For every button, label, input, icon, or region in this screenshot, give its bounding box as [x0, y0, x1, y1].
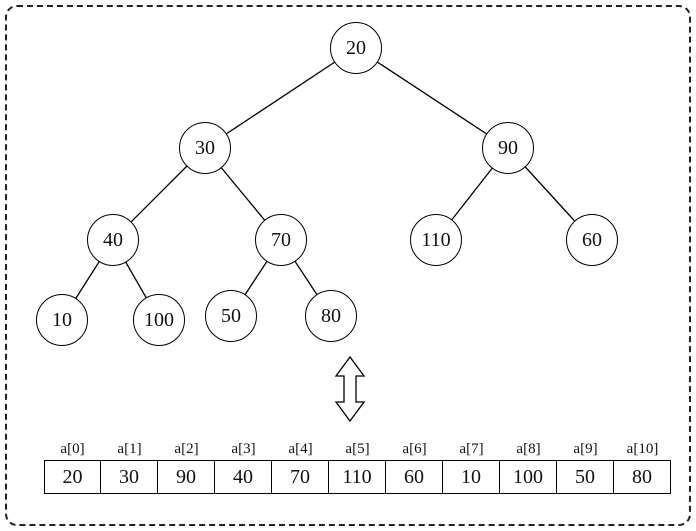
tree-node: 30 — [179, 122, 231, 174]
tree-node: 50 — [205, 290, 257, 342]
array-index-label: a[1] — [117, 441, 142, 457]
tree-node: 100 — [133, 294, 185, 346]
tree-node-value: 110 — [421, 228, 451, 251]
array-cell: 80 — [614, 460, 671, 494]
tree-node-value: 90 — [498, 136, 518, 159]
array-index-label: a[5] — [345, 441, 370, 457]
array-cell: 90 — [158, 460, 215, 494]
tree-node: 80 — [305, 290, 357, 342]
array-index-label: a[0] — [60, 441, 85, 457]
tree-node-value: 10 — [52, 308, 72, 331]
tree-node-value: 40 — [103, 228, 123, 251]
array-cell: 110 — [329, 460, 386, 494]
array-cell: 70 — [272, 460, 329, 494]
array-index-label: a[7] — [459, 441, 484, 457]
tree-node-value: 80 — [321, 304, 341, 327]
tree-node-value: 100 — [144, 308, 174, 331]
tree-node: 20 — [330, 22, 382, 74]
tree-node-value: 50 — [221, 304, 241, 327]
tree-node: 70 — [255, 214, 307, 266]
array-index-label: a[3] — [231, 441, 256, 457]
array-index-label: a[8] — [516, 441, 541, 457]
array-index-label: a[4] — [288, 441, 313, 457]
array-cell: 10 — [443, 460, 500, 494]
array-cell: 40 — [215, 460, 272, 494]
tree-node-value: 30 — [195, 136, 215, 159]
tree-node-value: 20 — [346, 36, 366, 59]
tree-node-value: 60 — [582, 228, 602, 251]
array-index-label: a[9] — [573, 441, 598, 457]
tree-node: 110 — [410, 214, 462, 266]
tree-node-value: 70 — [271, 228, 291, 251]
array-cell: 100 — [500, 460, 557, 494]
array-index-label: a[10] — [626, 441, 659, 457]
array-index-label: a[6] — [402, 441, 427, 457]
array-cells: 20 30 90 40 70 110 60 10 100 50 80 — [44, 460, 671, 494]
array-index-label: a[2] — [174, 441, 199, 457]
tree-node: 10 — [36, 294, 88, 346]
array-index-labels: a[0] a[1] a[2] a[3] a[4] a[5] a[6] a[7] … — [44, 438, 671, 460]
array-cell: 20 — [44, 460, 101, 494]
array-representation: a[0] a[1] a[2] a[3] a[4] a[5] a[6] a[7] … — [44, 438, 671, 494]
tree-node: 60 — [566, 214, 618, 266]
double-arrow-icon — [334, 356, 366, 422]
tree-node: 40 — [87, 214, 139, 266]
array-cell: 30 — [101, 460, 158, 494]
tree-node: 90 — [482, 122, 534, 174]
array-cell: 50 — [557, 460, 614, 494]
array-cell: 60 — [386, 460, 443, 494]
